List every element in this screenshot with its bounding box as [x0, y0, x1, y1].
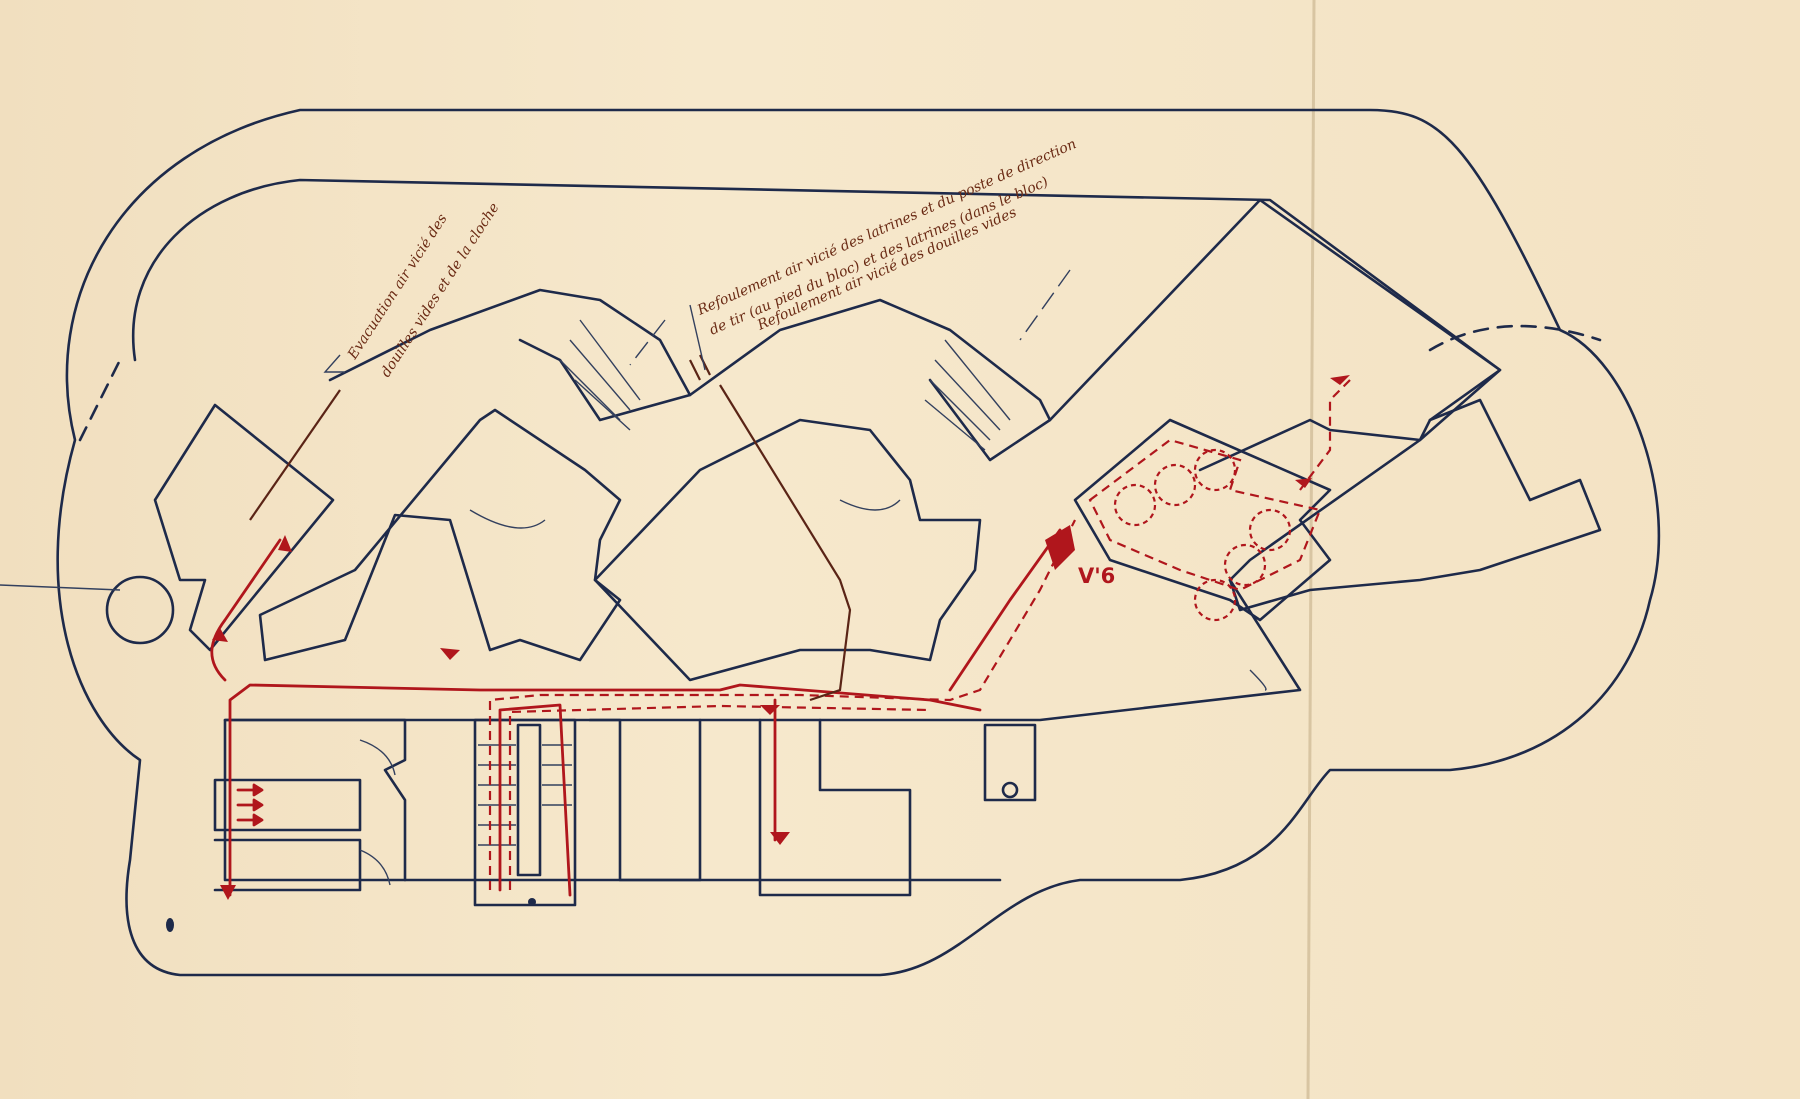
return-air-dashed — [488, 519, 1076, 890]
annotation-leader-dashed — [1019, 269, 1071, 341]
west-riser-duct — [210, 538, 282, 682]
ink-blot — [166, 918, 174, 932]
cloche-exhaust-line — [249, 389, 341, 521]
annotation-refoulement-1: Refoulement air vicié des latrines et du… — [694, 136, 1079, 319]
inner-rampart — [132, 178, 1502, 582]
north-wall-segment — [328, 288, 692, 422]
ammo-loop-dashed — [1088, 438, 1322, 592]
annotation-leader — [323, 354, 345, 373]
west-turret — [105, 575, 175, 645]
south-room-2 — [588, 718, 702, 882]
south-room-1 — [223, 718, 407, 882]
perimeter-dashed-west — [78, 358, 122, 442]
return-air-dashed-2 — [508, 704, 931, 890]
paper-fold-line — [1306, 0, 1316, 1099]
south-room-3 — [758, 718, 912, 897]
shell-casing-circles — [1113, 448, 1292, 622]
section-line — [0, 584, 121, 591]
inner-rampart-lower — [223, 578, 1302, 882]
outer-perimeter — [56, 108, 1661, 977]
fan-to-corridor-duct — [948, 528, 1062, 692]
door-arc — [359, 849, 391, 886]
casemate-2 — [593, 418, 982, 682]
latrine-fixture — [1001, 781, 1019, 799]
door-arc — [359, 739, 396, 776]
corridor-air-duct — [228, 683, 982, 897]
door-arc — [469, 509, 546, 529]
west-room — [153, 403, 335, 652]
east-intake-dashed — [1299, 379, 1351, 491]
fan-v6-label: V'6 — [1078, 564, 1115, 588]
vent-stub — [689, 354, 711, 381]
ammunition-room — [1073, 418, 1332, 622]
stair-duct — [498, 703, 572, 897]
east-entrance-block — [1228, 398, 1602, 612]
south-room-1-partition — [213, 778, 362, 832]
stair-well — [473, 718, 577, 907]
red-arrowheads — [212, 375, 1350, 900]
stair-hatching-2 — [924, 339, 1011, 451]
annotation-leader-dashed — [629, 319, 666, 366]
latrine-exhaust-line — [719, 384, 852, 702]
casemate-1 — [258, 408, 622, 662]
perimeter-dashed-east — [1428, 324, 1602, 352]
east-wall-segment — [1048, 198, 1502, 472]
latrine-room — [983, 723, 1037, 802]
annotation-leader — [689, 304, 706, 371]
stair-newel — [516, 723, 542, 877]
annotation-refoulement-2: de tir (au pied du bloc) et des latrines… — [707, 174, 1051, 339]
door-arc — [1249, 669, 1267, 691]
south-room-1-lower — [213, 838, 362, 892]
stair-hatching-1 — [559, 319, 641, 431]
north-wall-segment-2 — [688, 298, 1052, 462]
intake-arrows-west — [236, 783, 264, 827]
stair-treads — [478, 744, 572, 846]
drain-point — [528, 898, 536, 906]
door-arc — [839, 499, 901, 511]
fan-v6-symbol — [1045, 525, 1075, 570]
